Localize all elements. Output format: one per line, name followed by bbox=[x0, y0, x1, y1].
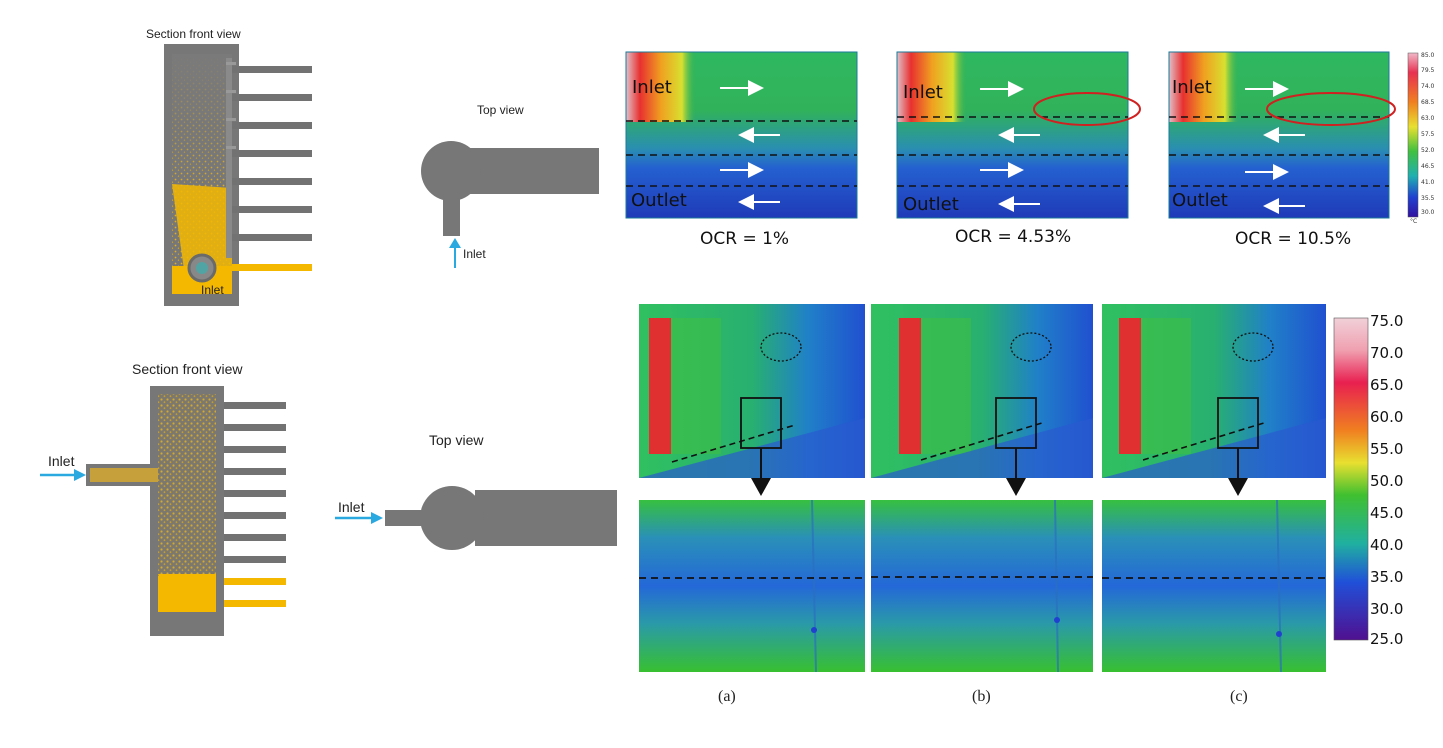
cbt-9: 35.5 bbox=[1421, 195, 1435, 202]
thermal-bottom-upper-b bbox=[871, 304, 1093, 496]
panel2-caption: OCR = 4.53% bbox=[955, 227, 1072, 247]
cbb-10: 25.0 bbox=[1370, 630, 1404, 648]
section-front-view-diagram-1 bbox=[164, 44, 312, 306]
section-front-view-diagram-2 bbox=[40, 386, 286, 636]
cbt-6: 52.0 bbox=[1421, 147, 1435, 154]
cbt-2: 74.0 bbox=[1421, 83, 1435, 90]
caption-b: (b) bbox=[972, 688, 991, 705]
cbb-4: 55.0 bbox=[1370, 440, 1404, 458]
cbb-7: 40.0 bbox=[1370, 536, 1404, 554]
panel3-outlet-label: Outlet bbox=[1172, 190, 1228, 211]
cbb-3: 60.0 bbox=[1370, 408, 1404, 426]
thermal-top-panel-3 bbox=[1168, 51, 1396, 219]
top-view-title-1: Top view bbox=[477, 103, 524, 117]
colorbar-bottom-labels: 75.0 70.0 65.0 60.0 55.0 50.0 45.0 40.0 … bbox=[1370, 312, 1440, 652]
cbt-0: 85.0 bbox=[1421, 52, 1435, 59]
thermal-bottom-upper-a bbox=[639, 304, 865, 496]
cbt-1: 79.5 bbox=[1421, 67, 1435, 74]
section-front-view-title-2: Section front view bbox=[132, 361, 243, 377]
cbb-5: 50.0 bbox=[1370, 472, 1404, 490]
thermal-top-panel-1 bbox=[625, 51, 858, 219]
colorbar-top-unit: °C bbox=[1410, 218, 1418, 225]
cbt-8: 41.0 bbox=[1421, 179, 1435, 186]
caption-c: (c) bbox=[1230, 688, 1248, 705]
panel3-inlet-label: Inlet bbox=[1172, 77, 1212, 98]
caption-a: (a) bbox=[718, 688, 736, 705]
cbb-8: 35.0 bbox=[1370, 568, 1404, 586]
panel1-outlet-label: Outlet bbox=[631, 190, 687, 211]
panel2-inlet-label: Inlet bbox=[903, 82, 943, 103]
top-view-title-2: Top view bbox=[429, 432, 484, 448]
thermal-bottom-zoom-c bbox=[1102, 499, 1326, 673]
cbb-6: 45.0 bbox=[1370, 504, 1404, 522]
top-view-diagram-2 bbox=[335, 486, 617, 550]
cbb-0: 75.0 bbox=[1370, 312, 1404, 330]
cbb-1: 70.0 bbox=[1370, 344, 1404, 362]
cbt-7: 46.5 bbox=[1421, 163, 1435, 170]
cbt-4: 63.0 bbox=[1421, 115, 1435, 122]
panel1-inlet-label: Inlet bbox=[632, 77, 672, 98]
cbt-5: 57.5 bbox=[1421, 131, 1435, 138]
thermal-bottom-zoom-b bbox=[871, 499, 1093, 673]
cbb-9: 30.0 bbox=[1370, 600, 1404, 618]
panel2-outlet-label: Outlet bbox=[903, 194, 959, 215]
thermal-top-panel-2 bbox=[896, 51, 1141, 219]
top-view-inlet-label-1: Inlet bbox=[463, 247, 486, 261]
inlet-label-2: Inlet bbox=[48, 453, 75, 469]
cbt-10: 30.0 bbox=[1421, 209, 1435, 216]
colorbar-bottom bbox=[1333, 317, 1369, 641]
colorbar-top-labels: 85.0 79.5 74.0 68.5 63.0 57.5 52.0 46.5 … bbox=[1421, 52, 1443, 222]
thermal-bottom-upper-c bbox=[1102, 304, 1326, 496]
inlet-label-1: Inlet bbox=[201, 283, 224, 297]
top-view-inlet-label-2: Inlet bbox=[338, 499, 365, 515]
cbt-3: 68.5 bbox=[1421, 99, 1435, 106]
colorbar-top bbox=[1407, 52, 1419, 218]
thermal-bottom-zoom-a bbox=[639, 499, 865, 673]
panel3-caption: OCR = 10.5% bbox=[1235, 229, 1352, 249]
top-view-diagram-1 bbox=[421, 141, 599, 268]
cbb-2: 65.0 bbox=[1370, 376, 1404, 394]
panel1-caption: OCR = 1% bbox=[700, 229, 790, 249]
section-front-view-title-1: Section front view bbox=[146, 27, 241, 41]
